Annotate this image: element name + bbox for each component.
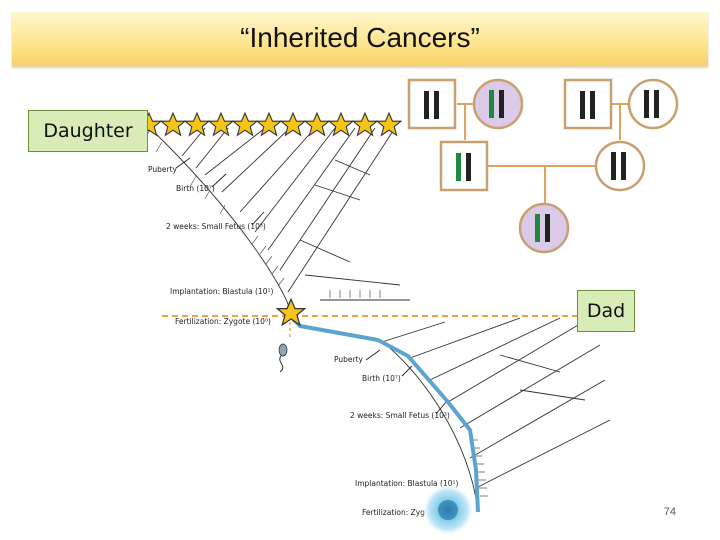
mother-circle <box>594 140 646 192</box>
dad-tree-ticks <box>470 439 488 497</box>
daughter-circle <box>518 202 570 254</box>
maternal-grandfather-square <box>563 78 613 130</box>
daughter-label: Daughter <box>28 110 148 152</box>
star-icon <box>184 112 210 136</box>
star-icon <box>328 112 354 136</box>
daughter-fetus-label: 2 weeks: Small Fetus (10³) <box>166 222 266 231</box>
daughter-implantation-label: Implantation: Blastula (10¹) <box>170 287 273 296</box>
mutation-star-row <box>136 112 402 136</box>
title-bar: “Inherited Cancers” <box>12 12 708 66</box>
zygote-icon <box>422 484 474 536</box>
star-icon <box>376 112 402 136</box>
paternal-grandmother-circle <box>472 78 524 130</box>
daughter-tree-arrows <box>175 157 265 226</box>
star-icon <box>352 112 378 136</box>
inherited-lineage-path <box>288 314 480 513</box>
page-number: 74 <box>663 506 676 518</box>
dad-implantation-label: Implantation: Blastula (10¹) <box>355 479 458 488</box>
dad-tree-arrows <box>365 349 447 415</box>
slide-title: “Inherited Cancers” <box>240 22 480 53</box>
star-icon <box>232 112 258 136</box>
star-icon <box>280 112 306 136</box>
star-icon <box>304 112 330 136</box>
dad-birth-label: Birth (10⁷) <box>362 374 401 383</box>
daughter-puberty-label: Puberty <box>148 165 178 174</box>
daughter-fertilization-label: Fertilization: Zygote (10⁰) <box>175 317 271 326</box>
daughter-birth-label: Birth (10⁷) <box>176 184 215 193</box>
star-icon <box>208 112 234 136</box>
sperm-icon <box>278 343 288 373</box>
pedigree-lines <box>457 103 630 206</box>
dad-fertilization-label: Fertilization: Zyg <box>362 508 425 517</box>
father-square <box>439 140 489 192</box>
paternal-grandfather-square <box>407 78 457 130</box>
dad-label: Dad <box>577 290 635 332</box>
star-icon <box>160 112 186 136</box>
daughter-lineage-tree <box>149 127 410 311</box>
dad-puberty-label: Puberty <box>334 355 364 364</box>
zygote-star-icon <box>276 298 306 326</box>
maternal-grandmother-circle <box>627 78 679 130</box>
dad-lineage-tree <box>379 317 611 513</box>
dad-fetus-label: 2 weeks: Small Fetus (10³) <box>350 411 450 420</box>
